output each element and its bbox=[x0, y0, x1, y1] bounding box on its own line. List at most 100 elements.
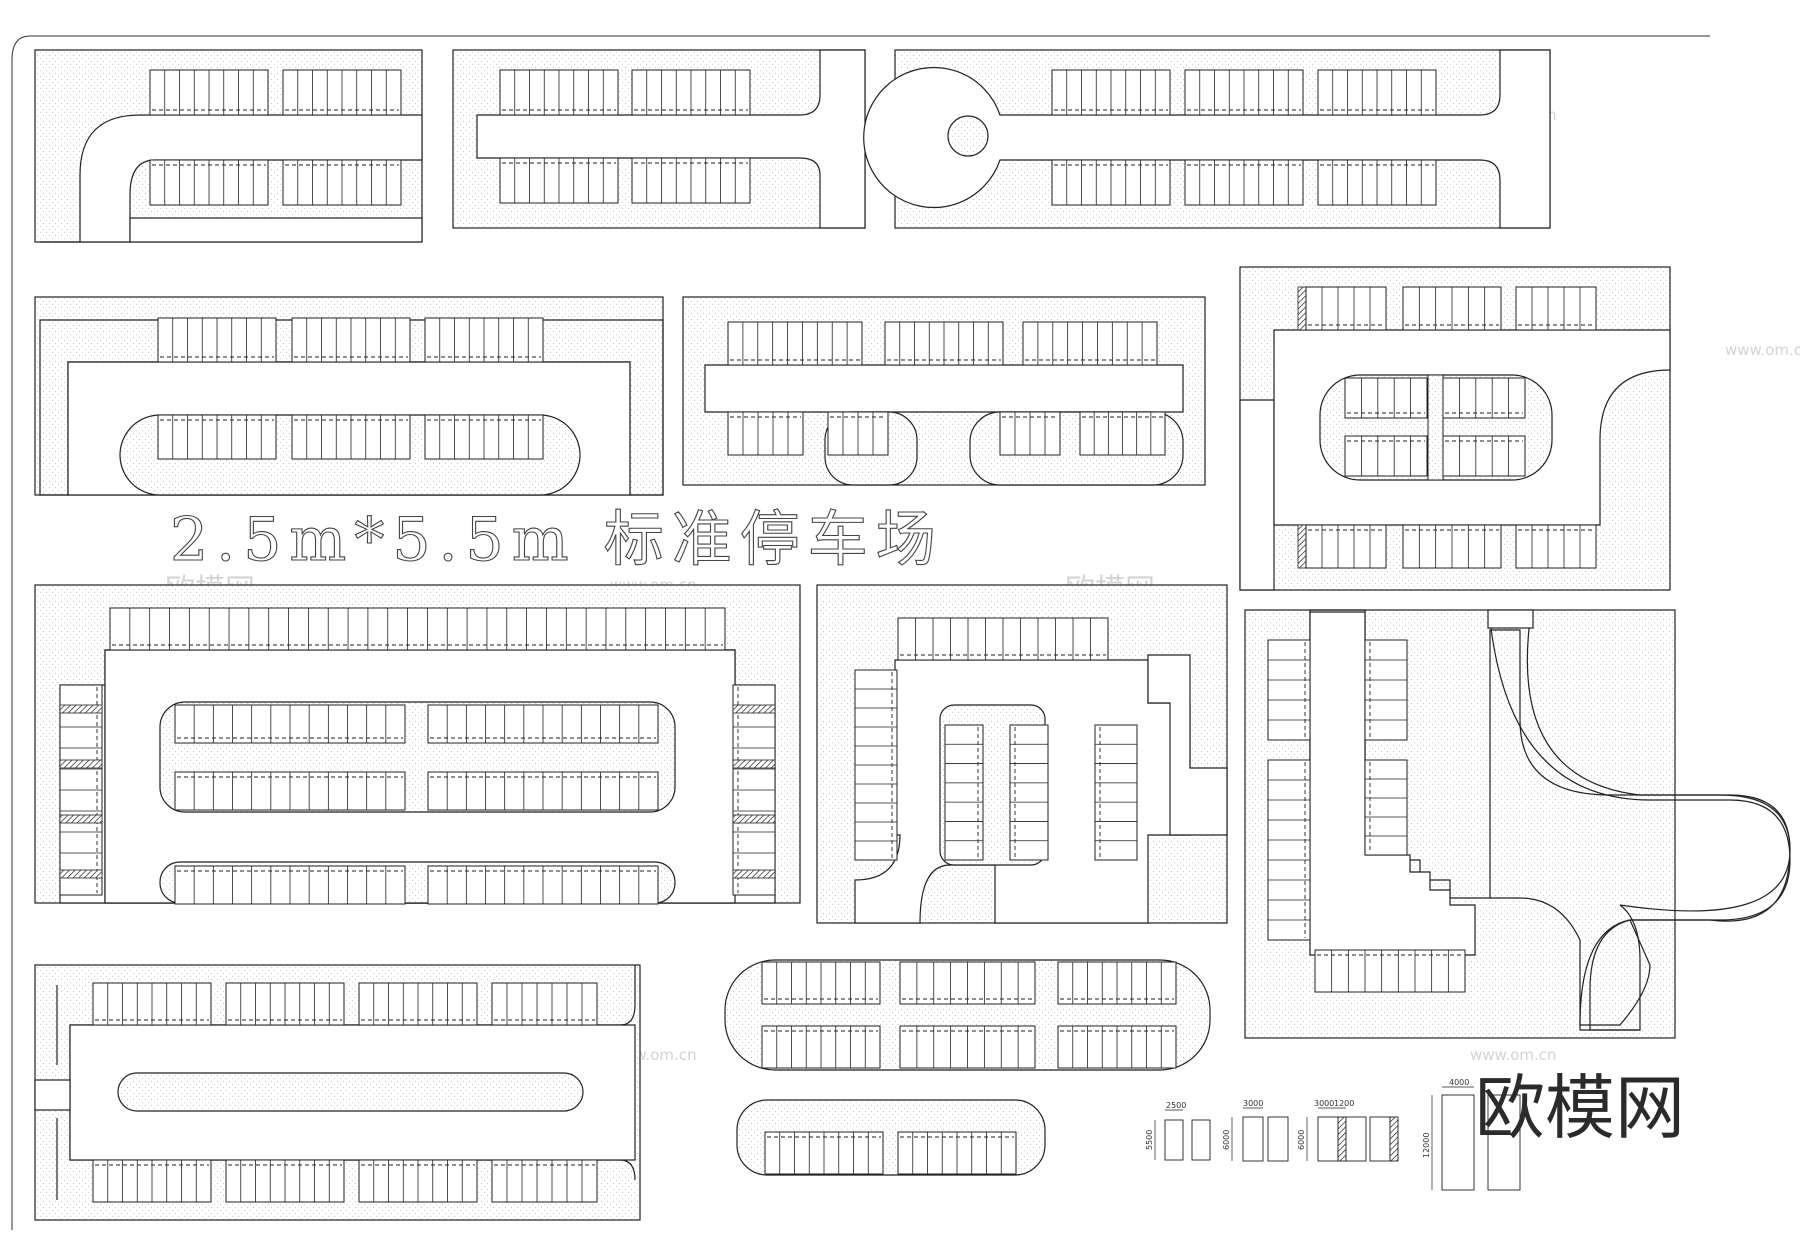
parking-lot-12 bbox=[736, 1099, 1046, 1176]
parking-lot-1 bbox=[34, 49, 423, 243]
stall-row bbox=[1402, 524, 1502, 569]
stall-row bbox=[427, 771, 659, 811]
watermark-url: www.om.cn bbox=[1470, 1046, 1557, 1064]
stall-column bbox=[1094, 724, 1138, 861]
stall-bay bbox=[491, 1159, 598, 1203]
stall-bay bbox=[491, 982, 598, 1026]
drawing-title: 2.5m*5.5m 标准停车场 bbox=[170, 505, 944, 575]
stall-column bbox=[1364, 639, 1408, 741]
stall-row bbox=[358, 982, 478, 1026]
stall-row bbox=[92, 1159, 212, 1203]
stall-bay bbox=[727, 411, 804, 456]
stall-row bbox=[827, 411, 889, 456]
stall-bay bbox=[1442, 435, 1526, 477]
stall-size-accessible: 3000 1200 6000 bbox=[1297, 1099, 1399, 1162]
stall-row bbox=[1057, 1025, 1177, 1069]
parking-lot-11 bbox=[724, 959, 1211, 1071]
parking-lot-8 bbox=[816, 584, 1228, 924]
stall-column bbox=[1267, 639, 1311, 741]
stall-column bbox=[1364, 759, 1408, 856]
stall-width-label: 3000 bbox=[1243, 1099, 1263, 1108]
stall-row bbox=[424, 317, 544, 363]
stall-width-label: 3000 bbox=[1314, 1099, 1334, 1108]
stall-row bbox=[358, 1159, 478, 1203]
stall-width-label: 4000 bbox=[1449, 1078, 1469, 1087]
stall-row bbox=[499, 69, 619, 116]
stall-row bbox=[1442, 435, 1526, 477]
stall-row bbox=[1515, 286, 1597, 331]
stall-column bbox=[944, 724, 984, 861]
stall-row bbox=[897, 1131, 1017, 1175]
stall-bay bbox=[944, 724, 984, 861]
stall-row bbox=[1442, 377, 1526, 419]
stall-size-3000x6000: 3000 6000 bbox=[1222, 1099, 1289, 1162]
stall-bay bbox=[727, 321, 863, 366]
stall-bay bbox=[1364, 759, 1408, 856]
stall-row bbox=[761, 1025, 881, 1069]
stall-length-label: 12000 bbox=[1422, 1133, 1431, 1158]
stall-row bbox=[157, 414, 277, 460]
stall-row bbox=[727, 321, 863, 366]
stall-width-label: 2500 bbox=[1166, 1101, 1186, 1110]
stall-bay bbox=[1442, 377, 1526, 419]
stall-row bbox=[291, 317, 411, 363]
stall-column bbox=[732, 684, 776, 896]
parking-lot-4 bbox=[34, 296, 664, 496]
stall-row bbox=[1317, 159, 1437, 206]
stall-size-4000x12000: 4000 12000 bbox=[1422, 1078, 1521, 1191]
stall-row bbox=[1184, 159, 1304, 206]
stall-row bbox=[1184, 69, 1304, 116]
stall-row bbox=[1317, 69, 1437, 116]
stall-row bbox=[631, 157, 751, 204]
stall-bay bbox=[1515, 286, 1597, 331]
stall-row bbox=[897, 617, 1109, 661]
stall-size-legend: 2500 5500 3000 6000 3000 1200 6000 bbox=[1145, 1078, 1521, 1191]
stall-row bbox=[109, 607, 726, 651]
stall-bay bbox=[1364, 639, 1408, 741]
stall-size-2500x5500: 2500 5500 bbox=[1145, 1101, 1211, 1161]
accessible-aisle-label: 1200 bbox=[1334, 1099, 1354, 1108]
stall-bay bbox=[109, 607, 726, 651]
stall-row bbox=[1079, 411, 1166, 456]
stall-row bbox=[491, 1159, 598, 1203]
stall-bay bbox=[1267, 639, 1311, 741]
stall-length-label: 6000 bbox=[1222, 1130, 1231, 1150]
stall-row bbox=[1022, 321, 1158, 366]
stall-row bbox=[491, 982, 598, 1026]
stall-row bbox=[999, 411, 1061, 456]
stall-bay bbox=[1305, 286, 1387, 331]
stall-bay bbox=[1305, 524, 1387, 569]
stall-bay bbox=[1314, 949, 1466, 993]
stall-row bbox=[1305, 286, 1387, 331]
stall-bay bbox=[1344, 377, 1428, 419]
stall-row bbox=[1314, 949, 1466, 993]
stall-row bbox=[174, 704, 406, 744]
stall-row bbox=[1305, 524, 1387, 569]
stall-column bbox=[59, 684, 103, 896]
stall-row bbox=[427, 865, 659, 905]
stall-row bbox=[174, 865, 406, 905]
stall-row bbox=[1051, 159, 1171, 206]
stall-column bbox=[1009, 724, 1049, 861]
stall-row bbox=[149, 69, 269, 116]
stall-bay bbox=[1515, 524, 1597, 569]
stall-row bbox=[1057, 961, 1177, 1005]
stall-bay bbox=[1094, 724, 1138, 861]
stall-row bbox=[1344, 435, 1428, 477]
stall-row bbox=[1515, 524, 1597, 569]
stall-row bbox=[157, 317, 277, 363]
stall-bay bbox=[1344, 435, 1428, 477]
stall-row bbox=[1402, 286, 1502, 331]
brand-logo: 欧模网 bbox=[1475, 1067, 1685, 1149]
stall-row bbox=[631, 69, 751, 116]
stall-row bbox=[282, 159, 402, 206]
stall-row bbox=[1344, 377, 1428, 419]
watermark-url: www.om.cn bbox=[1725, 341, 1800, 359]
stall-column bbox=[854, 669, 898, 861]
stall-length-label: 5500 bbox=[1145, 1130, 1154, 1150]
stall-bay bbox=[1009, 724, 1049, 861]
stall-row bbox=[424, 414, 544, 460]
parking-lot-7 bbox=[34, 584, 801, 905]
stall-row bbox=[761, 961, 881, 1005]
